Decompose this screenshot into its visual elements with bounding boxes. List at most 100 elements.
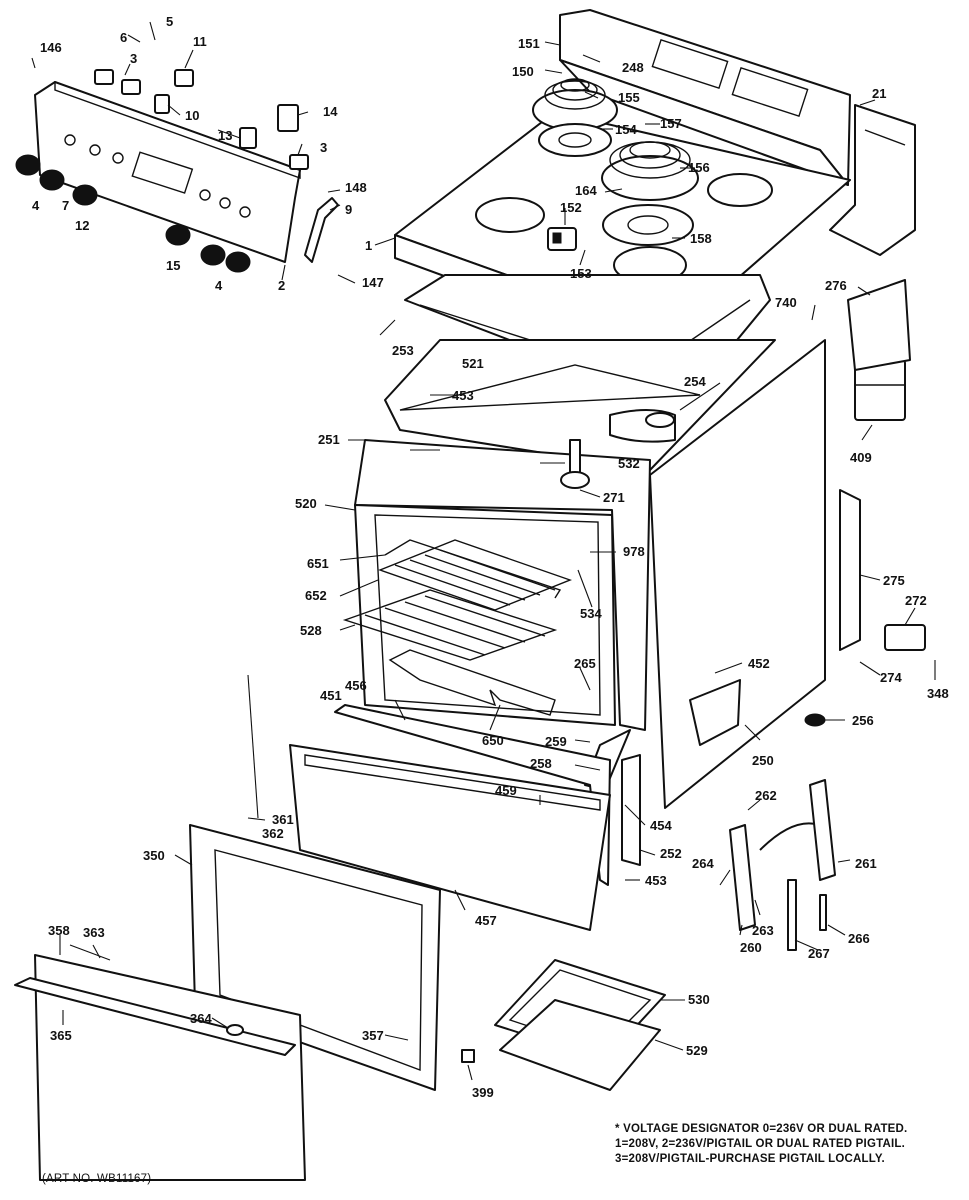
control-knobs bbox=[15, 154, 251, 273]
callout-528: 528 bbox=[300, 623, 322, 638]
callout-248: 248 bbox=[622, 60, 644, 75]
callout-265: 265 bbox=[574, 656, 596, 671]
callout-266: 266 bbox=[848, 931, 870, 946]
callout-262: 262 bbox=[755, 788, 777, 803]
callout-978: 978 bbox=[623, 544, 645, 559]
callout-365: 365 bbox=[50, 1028, 72, 1043]
oven-body-side-panel bbox=[649, 339, 826, 809]
callout-361: 361 bbox=[272, 812, 294, 827]
callout-3a: 3 bbox=[130, 51, 137, 66]
callout-21: 21 bbox=[872, 86, 886, 101]
callout-451: 451 bbox=[320, 688, 342, 703]
callout-5: 5 bbox=[166, 14, 173, 29]
callout-263: 263 bbox=[752, 923, 774, 938]
callout-252: 252 bbox=[660, 846, 682, 861]
callout-454: 454 bbox=[650, 818, 672, 833]
footnote-line-1: * VOLTAGE DESIGNATOR 0=236V OR DUAL RATE… bbox=[615, 1123, 908, 1135]
callout-521: 521 bbox=[462, 356, 484, 371]
callout-258: 258 bbox=[530, 756, 552, 771]
callout-271: 271 bbox=[603, 490, 625, 505]
callout-358: 358 bbox=[48, 923, 70, 938]
callout-260: 260 bbox=[740, 940, 762, 955]
callout-7: 7 bbox=[62, 198, 69, 213]
callout-13: 13 bbox=[218, 128, 232, 143]
storage-drawer-panel bbox=[289, 704, 611, 931]
callout-267: 267 bbox=[808, 946, 830, 961]
callout-153: 153 bbox=[570, 266, 592, 281]
callout-362: 362 bbox=[262, 826, 284, 841]
callout-357: 357 bbox=[362, 1028, 384, 1043]
backsplash-panel bbox=[559, 9, 851, 186]
callout-9: 9 bbox=[345, 202, 352, 217]
art-number: (ART NO. WB11167) bbox=[42, 1173, 152, 1185]
voltage-footnote: * VOLTAGE DESIGNATOR 0=236V OR DUAL RATE… bbox=[615, 1122, 907, 1167]
callout-147: 147 bbox=[362, 275, 384, 290]
broil-element bbox=[384, 539, 562, 599]
callout-256: 256 bbox=[852, 713, 874, 728]
surface-unit-large bbox=[601, 141, 699, 246]
callout-399: 399 bbox=[472, 1085, 494, 1100]
oven-door-outer-panel bbox=[14, 944, 306, 1181]
callout-12: 12 bbox=[75, 218, 89, 233]
callout-409: 409 bbox=[850, 450, 872, 465]
callout-456: 456 bbox=[345, 678, 367, 693]
callout-154: 154 bbox=[615, 122, 637, 137]
callout-253: 253 bbox=[392, 343, 414, 358]
surface-unit-small bbox=[532, 78, 618, 157]
callout-363: 363 bbox=[83, 925, 105, 940]
callout-164: 164 bbox=[575, 183, 597, 198]
footnote-line-2: 1=208V, 2=236V/PIGTAIL OR DUAL RATED PIG… bbox=[615, 1138, 905, 1150]
control-panel-backguard bbox=[34, 81, 301, 263]
rear-cover-panel bbox=[829, 104, 916, 256]
callout-10: 10 bbox=[185, 108, 199, 123]
callout-152: 152 bbox=[560, 200, 582, 215]
callout-251: 251 bbox=[318, 432, 340, 447]
callout-158: 158 bbox=[690, 231, 712, 246]
callout-452: 452 bbox=[748, 656, 770, 671]
callout-labels: 146 6 5 11 3 10 13 14 3 148 9 147 1 2 4 … bbox=[32, 14, 949, 1100]
callout-652: 652 bbox=[305, 588, 327, 603]
callout-4a: 4 bbox=[32, 198, 40, 213]
oven-vent bbox=[609, 409, 676, 443]
callout-459: 459 bbox=[495, 783, 517, 798]
callout-6: 6 bbox=[120, 30, 127, 45]
callout-14: 14 bbox=[323, 104, 338, 119]
callout-254: 254 bbox=[684, 374, 706, 389]
rear-small-cover bbox=[847, 279, 911, 371]
callout-2: 2 bbox=[278, 278, 285, 293]
callout-146: 146 bbox=[40, 40, 62, 55]
bumper-pad bbox=[461, 1049, 475, 1063]
terminal-block bbox=[854, 359, 926, 651]
callout-155: 155 bbox=[618, 90, 640, 105]
callout-650: 650 bbox=[482, 733, 504, 748]
callout-3b: 3 bbox=[320, 140, 327, 155]
callout-348: 348 bbox=[927, 686, 949, 701]
handle-bolt bbox=[226, 1024, 244, 1036]
callout-156: 156 bbox=[688, 160, 710, 175]
callout-532: 532 bbox=[618, 456, 640, 471]
rear-side-bracket bbox=[839, 489, 861, 651]
receptacle-block bbox=[547, 227, 577, 251]
callout-272: 272 bbox=[905, 593, 927, 608]
callout-457: 457 bbox=[475, 913, 497, 928]
callout-534: 534 bbox=[580, 606, 602, 621]
leader-lines bbox=[31, 21, 936, 1081]
oven-liner-top bbox=[384, 339, 776, 471]
callout-150: 150 bbox=[512, 64, 534, 79]
callout-274: 274 bbox=[880, 670, 902, 685]
callout-264: 264 bbox=[692, 856, 714, 871]
callout-275: 275 bbox=[883, 573, 905, 588]
switches bbox=[94, 69, 309, 170]
oven-cavity-liner bbox=[354, 439, 651, 731]
bake-element bbox=[388, 649, 556, 716]
callout-520: 520 bbox=[295, 496, 317, 511]
callout-148: 148 bbox=[345, 180, 367, 195]
callout-453a: 453 bbox=[452, 388, 474, 403]
callout-157: 157 bbox=[660, 116, 682, 131]
callout-4b: 4 bbox=[215, 278, 223, 293]
callout-250: 250 bbox=[752, 753, 774, 768]
wire-harness bbox=[304, 197, 339, 263]
callout-1: 1 bbox=[365, 238, 372, 253]
